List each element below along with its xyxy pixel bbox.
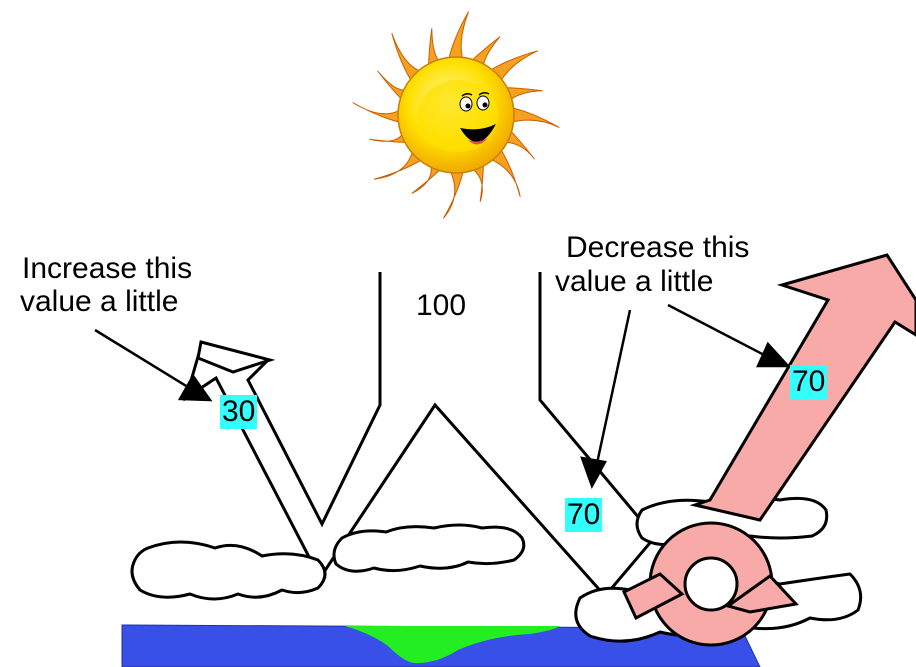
reflected-arrow-head [196, 340, 276, 374]
increase-annotation-line2: value a little [20, 285, 179, 318]
pointer-arrowhead-right [756, 341, 791, 368]
cloud-left [130, 540, 327, 601]
pointer-arrowhead-left [177, 373, 213, 402]
absorbed-value-badge: 70 [565, 498, 603, 532]
emitted-value-badge: 70 [790, 365, 828, 399]
recycle-ring [622, 521, 799, 647]
decrease-annotation-line1: Decrease this [566, 231, 750, 264]
sun-ray [443, 165, 465, 219]
annotation-pointers [94, 303, 791, 490]
increase-annotation-line1: Increase this [22, 252, 193, 285]
incoming-radiation-value: 100 [416, 289, 467, 322]
pointer-arrowhead-mid [580, 456, 607, 490]
sun-ray [352, 102, 406, 124]
sun-ray [506, 106, 560, 128]
sun-ray [447, 11, 469, 65]
cloud-middle [332, 523, 526, 573]
decrease-annotation-line2: value a little [555, 265, 714, 298]
reflected-value-badge: 30 [220, 395, 258, 429]
smiling-sun-icon [352, 11, 560, 219]
